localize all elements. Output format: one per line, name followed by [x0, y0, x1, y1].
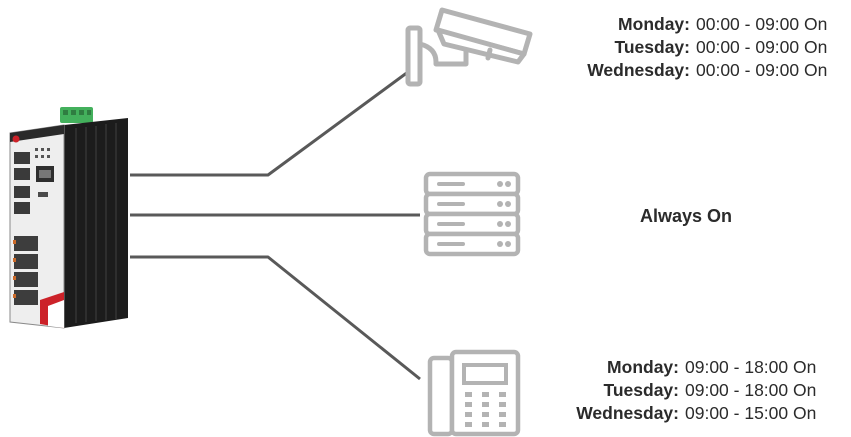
schedule-time: 09:00 - 15:00 On [685, 403, 817, 423]
schedule-day: Tuesday: [614, 37, 690, 57]
industrial-poe-switch-icon [9, 107, 128, 329]
schedule-row: Tuesday: 00:00 - 09:00 On [475, 36, 827, 59]
schedule-day: Monday: [607, 357, 679, 377]
schedule-time: 09:00 - 18:00 On [685, 380, 817, 400]
cctv-camera-icon [405, 7, 533, 87]
schedule-row: Wednesday: 09:00 - 15:00 On [546, 402, 816, 425]
phone-connection-line [130, 255, 421, 381]
phone-schedule: Monday: 09:00 - 18:00 On Tuesday: 09:00 … [546, 356, 816, 425]
schedule-day: Wednesday: [587, 60, 690, 80]
camera-schedule: Monday: 00:00 - 09:00 On Tuesday: 00:00 … [475, 13, 827, 82]
camera-connection-line [130, 70, 409, 177]
ip-phone-icon [427, 349, 521, 437]
schedule-row: Tuesday: 09:00 - 18:00 On [546, 379, 816, 402]
schedule-row: Monday: 09:00 - 18:00 On [546, 356, 816, 379]
server-icon [423, 171, 521, 257]
schedule-row: Monday: 00:00 - 09:00 On [475, 13, 827, 36]
schedule-time: 00:00 - 09:00 On [696, 37, 828, 57]
connection-lines [130, 70, 421, 381]
schedule-time: 00:00 - 09:00 On [696, 60, 828, 80]
schedule-row: Wednesday: 00:00 - 09:00 On [475, 59, 827, 82]
schedule-time: 09:00 - 18:00 On [685, 357, 817, 377]
schedule-time: 00:00 - 09:00 On [696, 14, 828, 34]
schedule-day: Monday: [618, 14, 690, 34]
schedule-day: Wednesday: [576, 403, 679, 423]
schedule-day: Tuesday: [603, 380, 679, 400]
server-status-label: Always On [640, 206, 733, 226]
